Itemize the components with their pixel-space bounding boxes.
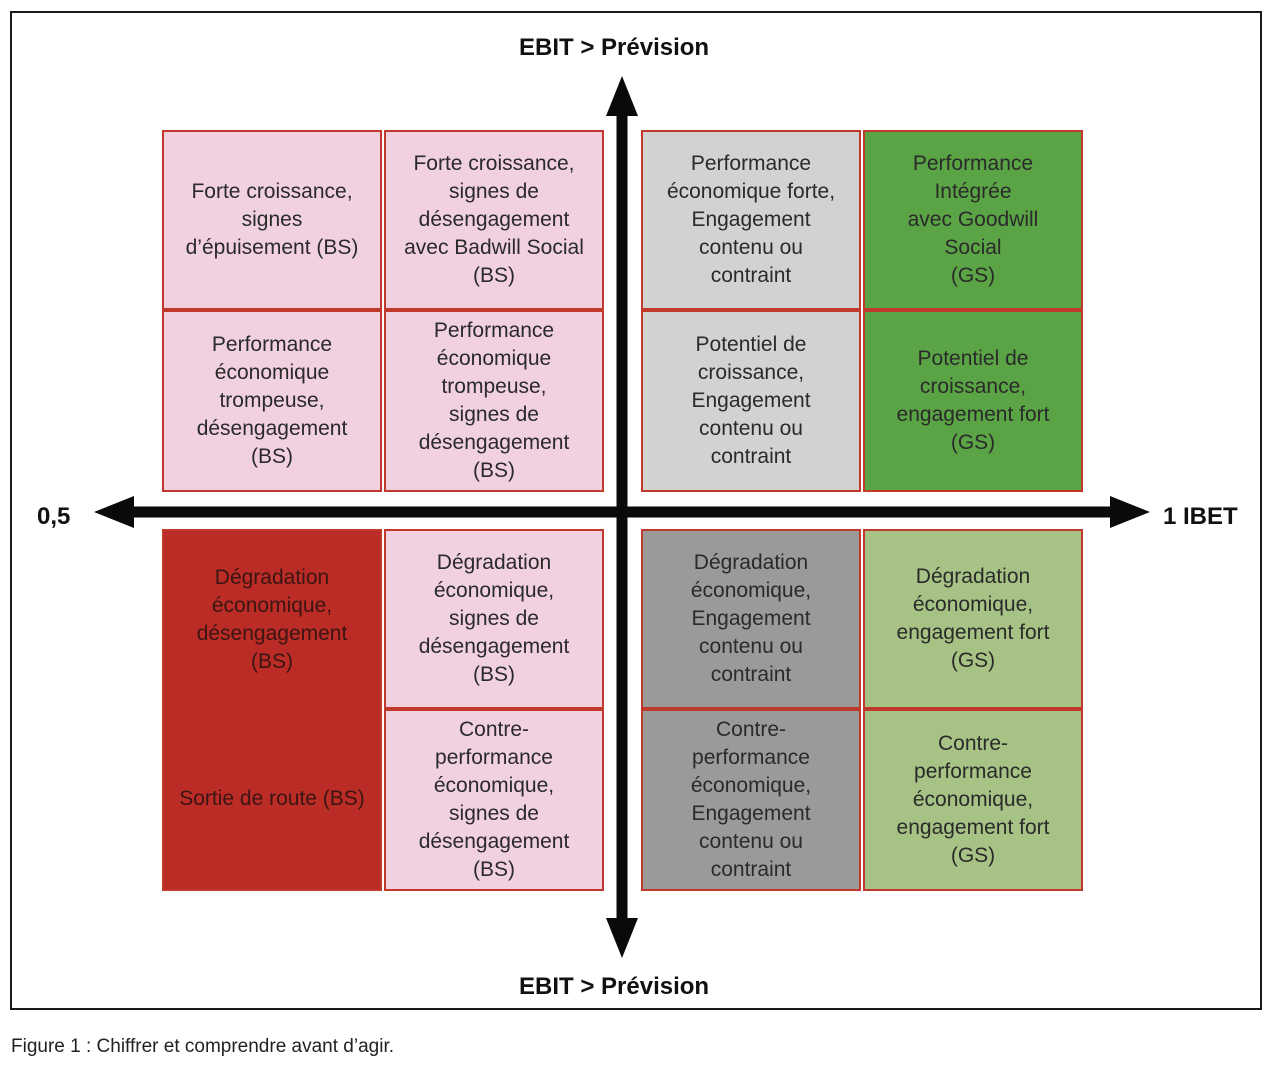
cell-performance-trompeuse-signes: Performance économique trompeuse, signes…	[384, 310, 604, 492]
arrow-right-icon	[1110, 496, 1150, 528]
cell-performance-forte-engagement-contenu: Performance économique forte, Engagement…	[641, 130, 861, 310]
x-axis-right-label: 1 IBET	[1163, 503, 1238, 530]
arrow-left-icon	[94, 496, 134, 528]
cell-performance-integree-goodwill: Performance Intégrée avec Goodwill Socia…	[863, 130, 1083, 310]
cell-potentiel-croissance-fort: Potentiel de croissance, engagement fort…	[863, 310, 1083, 492]
y-axis-bottom-label: EBIT > Prévision	[519, 973, 710, 1000]
cell-sortie-de-route: Sortie de route (BS)	[162, 709, 382, 891]
y-axis-top-label: EBIT > Prévision	[519, 34, 710, 61]
figure-frame	[10, 11, 1262, 1010]
cell-contre-performance-signes: Contre- performance économique, signes d…	[384, 709, 604, 891]
cell-performance-trompeuse-desengagement: Performance économique trompeuse, déseng…	[162, 310, 382, 492]
arrow-up-icon	[606, 76, 638, 116]
arrow-down-icon	[606, 918, 638, 958]
cell-contre-performance-fort: Contre- performance économique, engageme…	[863, 709, 1083, 891]
cell-degradation-signes-desengagement: Dégradation économique, signes de déseng…	[384, 529, 604, 709]
figure-caption: Figure 1 : Chiffrer et comprendre avant …	[11, 1036, 395, 1057]
cell-degradation-engagement-contenu: Dégradation économique, Engagement conte…	[641, 529, 861, 709]
cell-degradation-engagement-fort: Dégradation économique, engagement fort …	[863, 529, 1083, 709]
cell-contre-performance-contenu: Contre- performance économique, Engageme…	[641, 709, 861, 891]
cell-forte-croissance-epuisement: Forte croissance, signes d’épuisement (B…	[162, 130, 382, 310]
cell-degradation-desengagement: Dégradation économique, désengagement (B…	[162, 529, 382, 709]
cell-potentiel-croissance-contenu: Potentiel de croissance, Engagement cont…	[641, 310, 861, 492]
cell-forte-croissance-badwill: Forte croissance, signes de désengagemen…	[384, 130, 604, 310]
x-axis-left-label: 0,5	[37, 503, 71, 530]
